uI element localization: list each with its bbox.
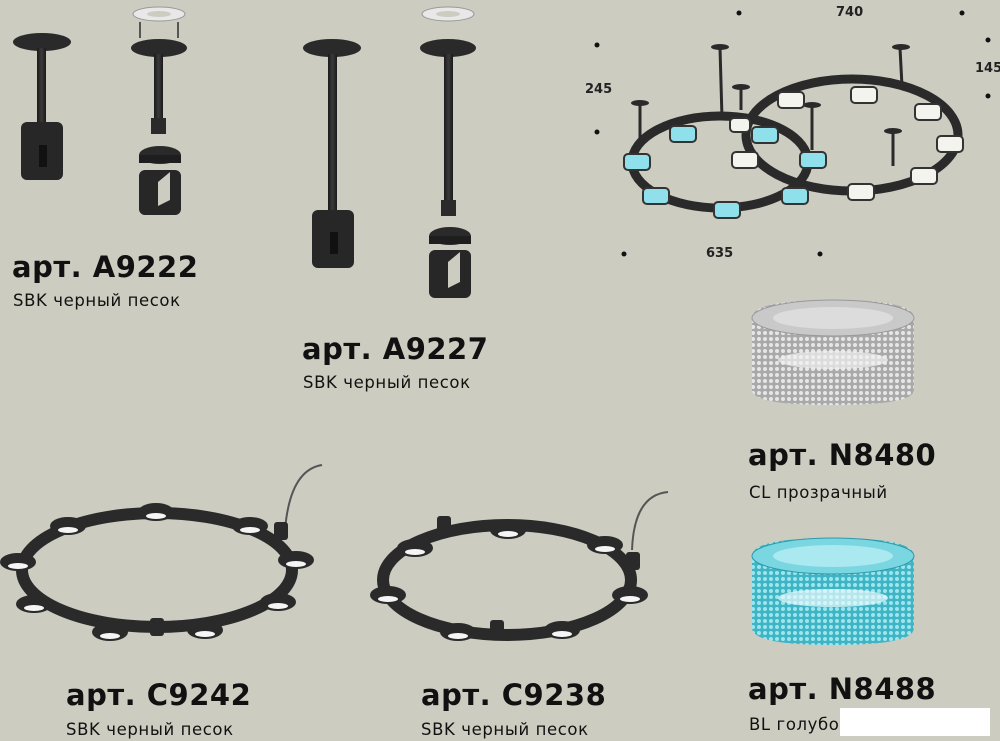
article-n8488: арт. N8488: [748, 672, 937, 706]
variant-a9227: SBK черный песок: [303, 373, 471, 392]
a9227-exploded-icon: [420, 6, 476, 298]
dimension-height: 245: [585, 82, 613, 97]
overlay-white-box: [840, 708, 990, 736]
c9238-ring-icon: [370, 491, 669, 641]
article-c9242: арт. C9242: [66, 678, 252, 712]
n8488-crystal-ring-icon: [751, 537, 915, 645]
variant-c9242: SBK черный песок: [66, 720, 234, 739]
c9242-ring-icon: [0, 464, 323, 641]
variant-n8480: CL прозрачный: [749, 483, 888, 502]
dimension-width-top: 740: [836, 5, 864, 20]
a9222-exploded-icon: [131, 6, 187, 215]
article-c9238: арт. C9238: [421, 678, 607, 712]
dimension-width-bottom: 635: [706, 246, 734, 261]
variant-a9222: SBK черный песок: [13, 291, 181, 310]
article-n8480: арт. N8480: [748, 438, 937, 472]
variant-c9238: SBK черный песок: [421, 720, 589, 739]
n8480-crystal-ring-icon: [751, 299, 915, 405]
article-a9227: арт. A9227: [302, 332, 489, 366]
article-a9222: арт. A9222: [12, 250, 199, 284]
dimension-depth: 145: [975, 61, 1000, 76]
variant-n8488: BL голубой: [749, 715, 851, 734]
assembled-chandelier-icon: [594, 10, 991, 257]
a9222-assembled-icon: [13, 33, 71, 180]
a9227-assembled-icon: [303, 39, 361, 268]
